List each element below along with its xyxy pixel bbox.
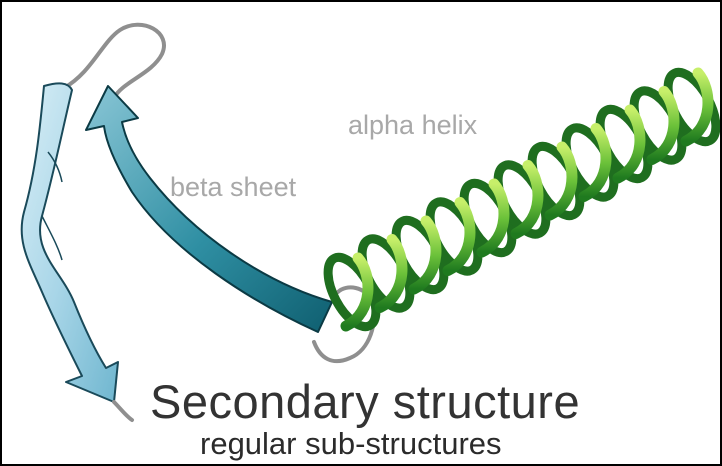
top-loop bbox=[64, 25, 164, 98]
diagram-title: Secondary structure bbox=[150, 374, 580, 429]
beta-strand-light bbox=[22, 83, 118, 402]
alpha-helix-label: alpha helix bbox=[348, 110, 477, 141]
alpha-helix bbox=[318, 65, 720, 334]
bottom-tail bbox=[114, 402, 132, 420]
beta-sheet-label: beta sheet bbox=[170, 172, 296, 203]
diagram-subtitle: regular sub-structures bbox=[200, 426, 502, 462]
beta-strand-dark bbox=[86, 86, 332, 332]
